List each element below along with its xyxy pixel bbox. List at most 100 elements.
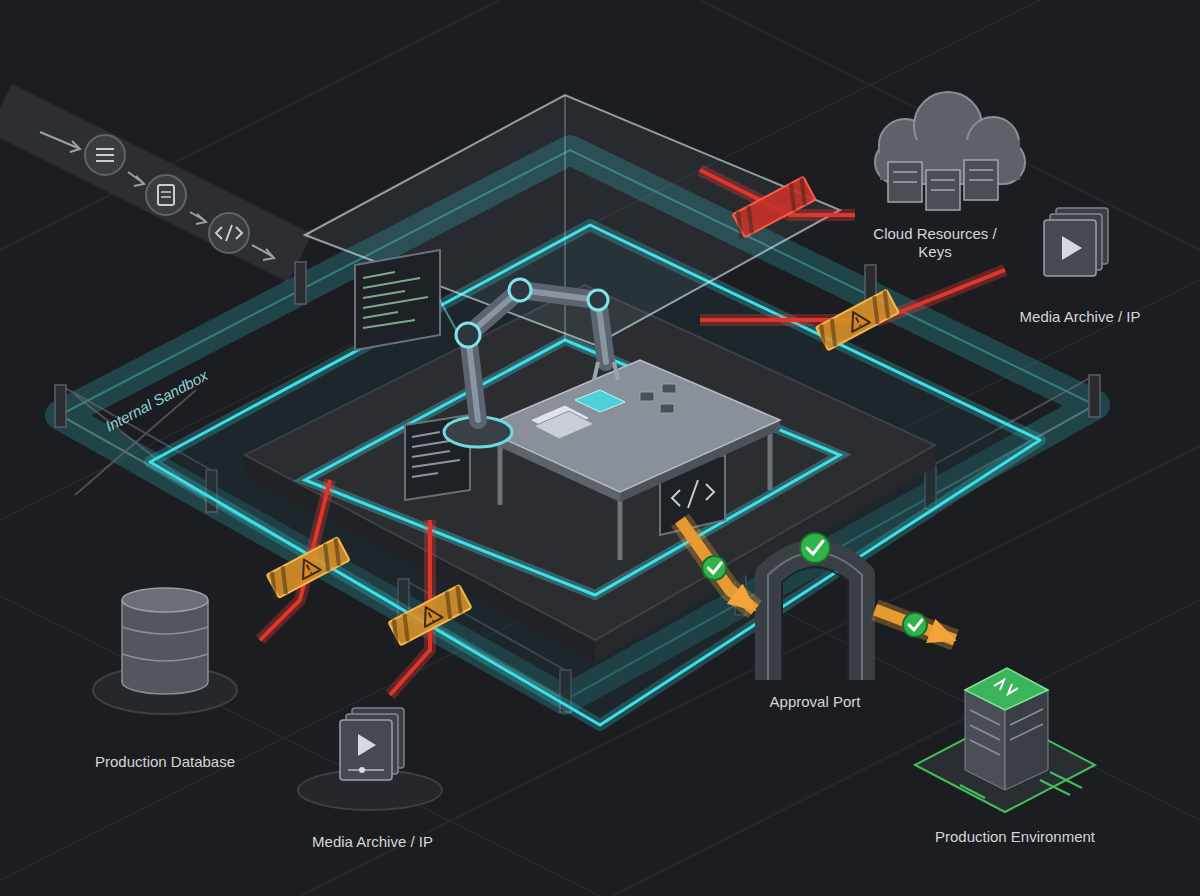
warning-symbol (307, 565, 311, 573)
work-table-part (660, 404, 674, 413)
work-table-part (662, 384, 676, 393)
floor-grid-part (700, 0, 1200, 250)
check-mark (708, 563, 721, 573)
approval-check (702, 556, 726, 580)
production-server-part (965, 668, 1048, 710)
task-pipeline-part (216, 225, 242, 241)
robot-arm (444, 279, 618, 447)
resource-box: Cloud Resources / Keys (855, 100, 1015, 265)
approval-gate-part (782, 567, 848, 680)
task-pipeline-part (0, 108, 300, 258)
task-pipeline-part (252, 245, 272, 256)
code-monitors (355, 250, 725, 535)
approval-gate-part (768, 553, 862, 681)
database-icon-part (122, 627, 208, 661)
task-pipeline-part (196, 214, 206, 224)
task-pipeline (0, 108, 300, 260)
work-table-part (575, 390, 625, 412)
connector-line (875, 610, 955, 640)
node-label: Media Archive / IP (312, 833, 433, 851)
glass-cube-part (305, 340, 840, 595)
node-label: Media Archive / IP (1020, 308, 1141, 326)
media-icon-part (1062, 236, 1082, 260)
production-server (915, 668, 1095, 812)
task-pipeline-part (209, 213, 249, 253)
connector-glow (875, 610, 955, 640)
warning-barrier (385, 585, 471, 647)
warning-barrier (812, 290, 898, 352)
work-table-part (534, 411, 594, 439)
check-badge (702, 556, 726, 580)
robot-arm-part (468, 290, 606, 420)
gate-box: Approval Port (755, 520, 875, 715)
sandbox-fence-part-part (1089, 375, 1100, 417)
warning-symbol (856, 317, 860, 325)
work-table-part (640, 392, 654, 401)
connector-line (680, 520, 755, 610)
check-badge (903, 613, 927, 637)
sandbox-floor-glow-part (150, 225, 1040, 725)
warning-barrier (729, 177, 815, 239)
robot-arm-part (588, 290, 608, 310)
database-icon-part (122, 588, 208, 612)
sandbox-floor-glow-part (150, 225, 1040, 725)
sandbox-region: Internal Sandbox (330, 120, 700, 520)
barrier-stripes (385, 586, 470, 647)
robot-arm-part (509, 279, 531, 301)
sandbox-fence-part-part (55, 385, 66, 427)
barrier-stripes (263, 538, 348, 599)
cloud-icon-part (893, 170, 993, 190)
task-pipeline-part (96, 149, 114, 161)
glass-cube-part (305, 340, 840, 595)
media-icon-part (340, 720, 392, 780)
code-monitors-part (363, 272, 428, 328)
warning-barrier (263, 537, 349, 599)
floor-grid-part (760, 600, 1200, 820)
approved-connector (875, 610, 955, 640)
approval-gate-part (807, 541, 823, 554)
production-server-part (970, 709, 1043, 755)
robot-arm-part (594, 362, 618, 380)
task-pipeline-part (263, 249, 274, 260)
warning-symbol (429, 612, 433, 620)
warning-symbol (844, 307, 870, 331)
barrier-stripes (812, 291, 897, 352)
check-mark (909, 620, 922, 630)
media-icon (1044, 208, 1108, 276)
node-label: Approval Port (770, 693, 861, 711)
work-table (480, 360, 780, 560)
resource-box: Media Archive / IP (1005, 200, 1155, 330)
task-pipeline-part (85, 135, 125, 175)
robot-arm-part (468, 290, 606, 420)
media-icon-part (348, 769, 384, 771)
code-monitors-part (355, 250, 440, 350)
media-icon-part (1044, 220, 1096, 276)
media-icon (298, 708, 442, 810)
region-label: Internal Sandbox (102, 366, 211, 435)
node-label: Production Environment (935, 828, 1095, 846)
code-monitors-part (672, 480, 714, 508)
approved-connector (680, 520, 755, 610)
task-pipeline-part (40, 132, 78, 148)
task-pipeline-part (146, 175, 186, 215)
sandbox-floor-glow (150, 225, 1040, 725)
database-icon (93, 588, 237, 714)
task-pipeline-part (161, 192, 171, 197)
connector-glow (680, 520, 755, 610)
approval-check (903, 613, 927, 637)
node-label: Cloud Resources / Keys (868, 225, 1003, 261)
media-icon-part (359, 767, 365, 773)
approval-gate-part (768, 553, 862, 681)
node-label: Production Database (95, 753, 235, 771)
server-box: Production Environment (905, 640, 1125, 850)
approval-gate (768, 533, 862, 680)
warning-symbol (417, 602, 443, 626)
production-server-part (994, 680, 1018, 694)
robot-arm-part (456, 323, 480, 347)
glass-cube (305, 95, 840, 595)
media-icon-part (358, 734, 376, 756)
resource-box: Media Archive / IP (290, 695, 455, 855)
